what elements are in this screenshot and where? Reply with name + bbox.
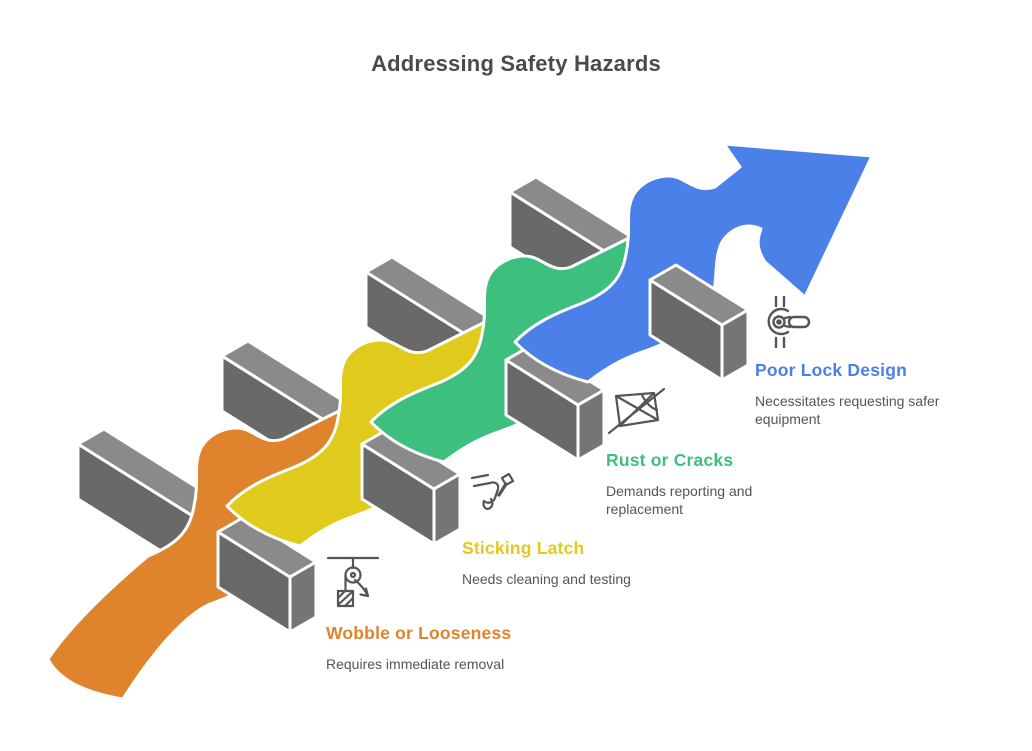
stage-block-sticking-latch: Sticking Latch Needs cleaning and testin… (462, 470, 742, 588)
stage-description: Demands reporting and replacement (606, 483, 753, 518)
page-title: Addressing Safety Hazards (371, 51, 661, 76)
stage-label: Wobble or Looseness (326, 623, 512, 643)
hand-hammer-icon (470, 472, 515, 510)
stage-block-rust-or-cracks: Rust or Cracks Demands reporting and rep… (606, 386, 784, 518)
stage-label: Sticking Latch (462, 538, 585, 558)
stage-description: Needs cleaning and testing (462, 571, 631, 587)
stage-block-wobble-or-looseness: Wobble or Looseness Requires immediate r… (326, 553, 606, 673)
pulley-load-icon (326, 556, 380, 608)
stage-label: Rust or Cracks (606, 450, 734, 470)
stage-block-poor-lock-design: Poor Lock Design Necessitates requesting… (755, 296, 967, 428)
crossed-panel-icon (607, 387, 666, 435)
stage-label: Poor Lock Design (755, 360, 907, 380)
stage-description: Requires immediate removal (326, 656, 505, 672)
lever-handle-icon (767, 296, 811, 348)
stage-4-bar-front (648, 263, 750, 382)
stage-description: Necessitates requesting safer equipment (755, 393, 940, 428)
